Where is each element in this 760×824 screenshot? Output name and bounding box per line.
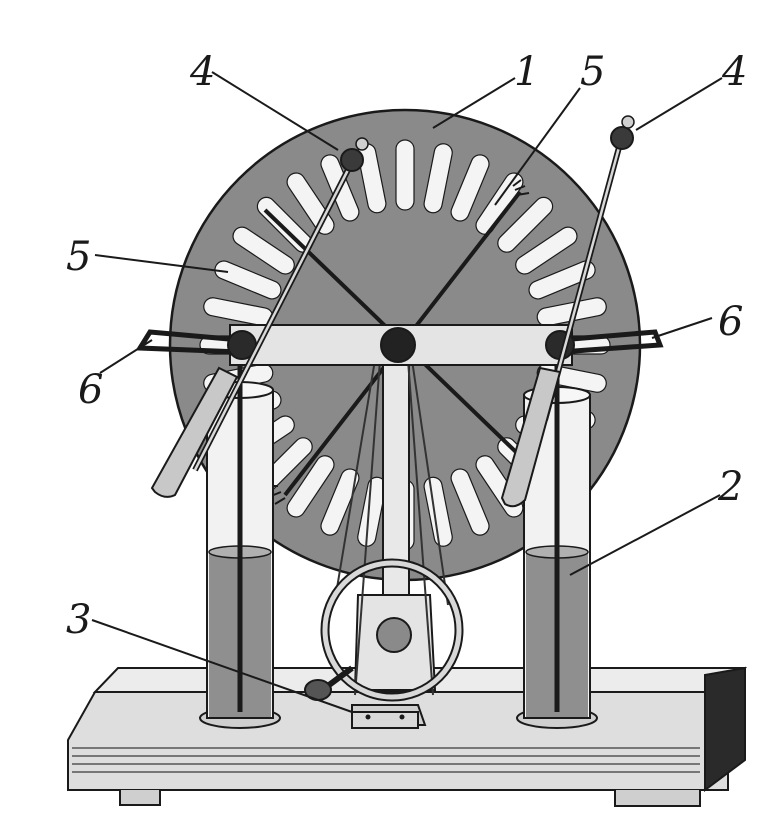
crank-mount [351, 704, 427, 729]
disk-slot [286, 455, 335, 518]
crank-handle [304, 665, 354, 701]
label-jar-right: 2 [717, 464, 743, 510]
discharge-rod-right [500, 115, 635, 508]
label-crank-mount: 3 [66, 597, 91, 643]
disk-slot [395, 139, 415, 211]
disk-slot [450, 154, 490, 222]
disk-slot [214, 260, 282, 300]
disk-slot [497, 196, 554, 253]
label-brush-top: 5 [580, 49, 605, 95]
disk-slot [320, 468, 360, 536]
label-ball-right: 4 [721, 49, 747, 95]
comb-right [559, 329, 664, 355]
crossbar [227, 324, 575, 366]
comb-left [135, 329, 241, 355]
discharge-rod-left [150, 137, 369, 498]
label-comb-left: 6 [78, 367, 103, 413]
label-ball-left: 4 [189, 49, 215, 95]
leader-lines [91, 71, 723, 713]
support-post [353, 349, 437, 691]
disk-slot [528, 260, 596, 300]
callout-labels: 4 1 5 4 5 6 6 2 3 [66, 49, 747, 643]
drive-belts [334, 359, 449, 696]
disk-slot [423, 143, 453, 214]
base-grooves [72, 747, 700, 773]
label-comb-right: 6 [718, 299, 743, 345]
label-disk: 1 [514, 49, 539, 95]
label-brush-left: 5 [66, 234, 91, 280]
disk-slot [515, 226, 578, 275]
disk-slot [357, 476, 387, 547]
disk-slot [450, 468, 490, 536]
drive-wheel [320, 558, 464, 702]
disk-slot [232, 226, 295, 275]
